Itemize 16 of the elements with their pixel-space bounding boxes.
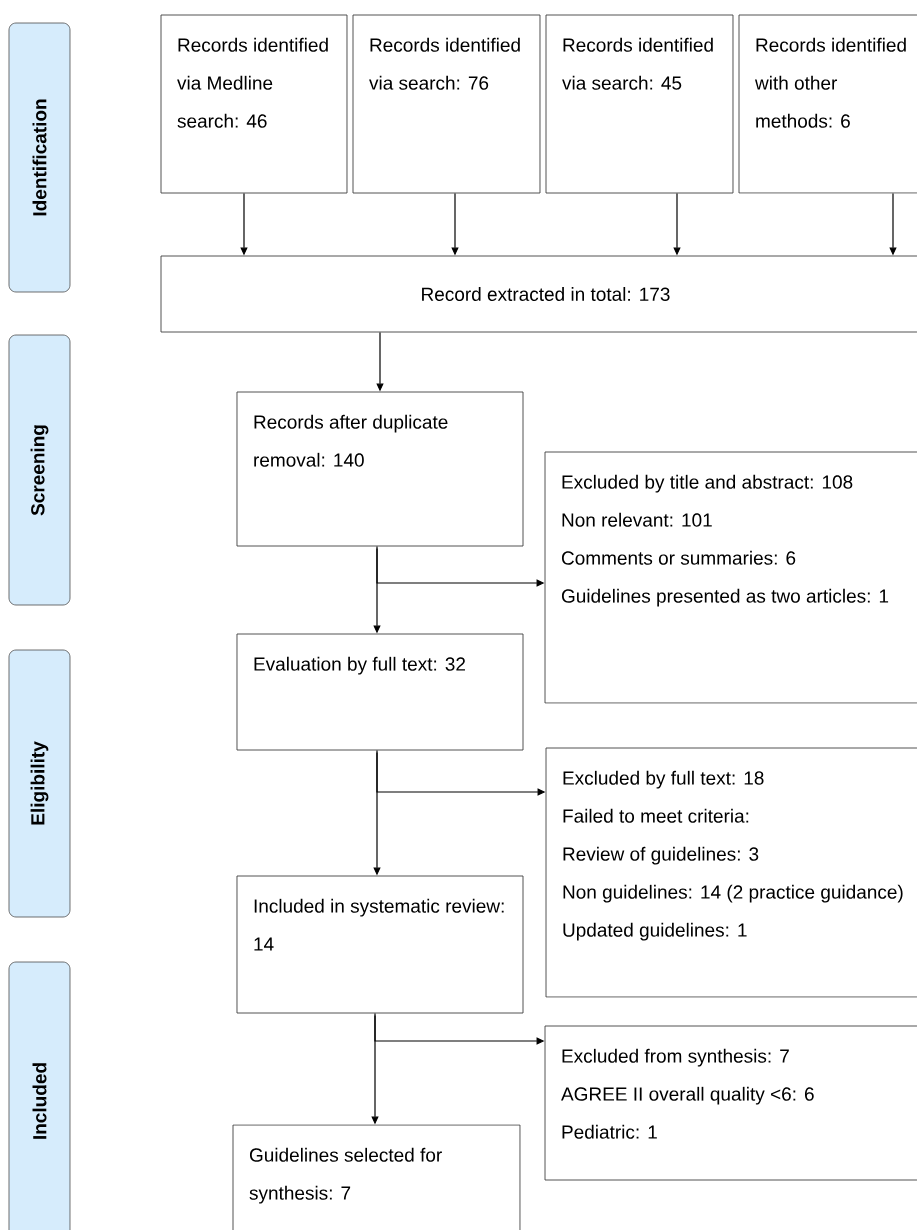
process-box: Records identified via search: 76 (352, 14, 541, 194)
process-box: Records identified via Medline search: 46 (160, 14, 348, 194)
process-box: Included in systematic review: 14 (236, 875, 524, 1014)
exclusion-box: Excluded by title and abstract: 108 Non relevant: 101 Comments or summaries: 6 Guidelines presented as two articles: 1 (544, 451, 917, 704)
phase-tab: Identification (8, 22, 71, 293)
phase-tab: Screening (8, 334, 71, 606)
process-box: Record extracted in total: 173 (160, 255, 917, 333)
exclusion-box: Excluded by full text: 18 Failed to meet criteria: Review of guidelines: 3 Non guidelines: 14 (2 practice guidance) Updated guidelines: 1 (545, 747, 917, 998)
process-box: Guidelines selected for synthesis: 7 (232, 1124, 521, 1230)
process-box: Evaluation by full text: 32 (236, 633, 524, 751)
exclusion-box: Excluded from synthesis: 7 AGREE II overall quality <6: 6 Pediatric: 1 (544, 1025, 917, 1181)
process-box: Records identified via search: 45 (545, 14, 734, 194)
process-box: Records identified with other methods: 6 (738, 14, 917, 194)
process-box: Records after duplicate removal: 140 (236, 391, 524, 547)
phase-tab: Eligibility (8, 649, 71, 918)
phase-tab: Included (8, 961, 71, 1230)
